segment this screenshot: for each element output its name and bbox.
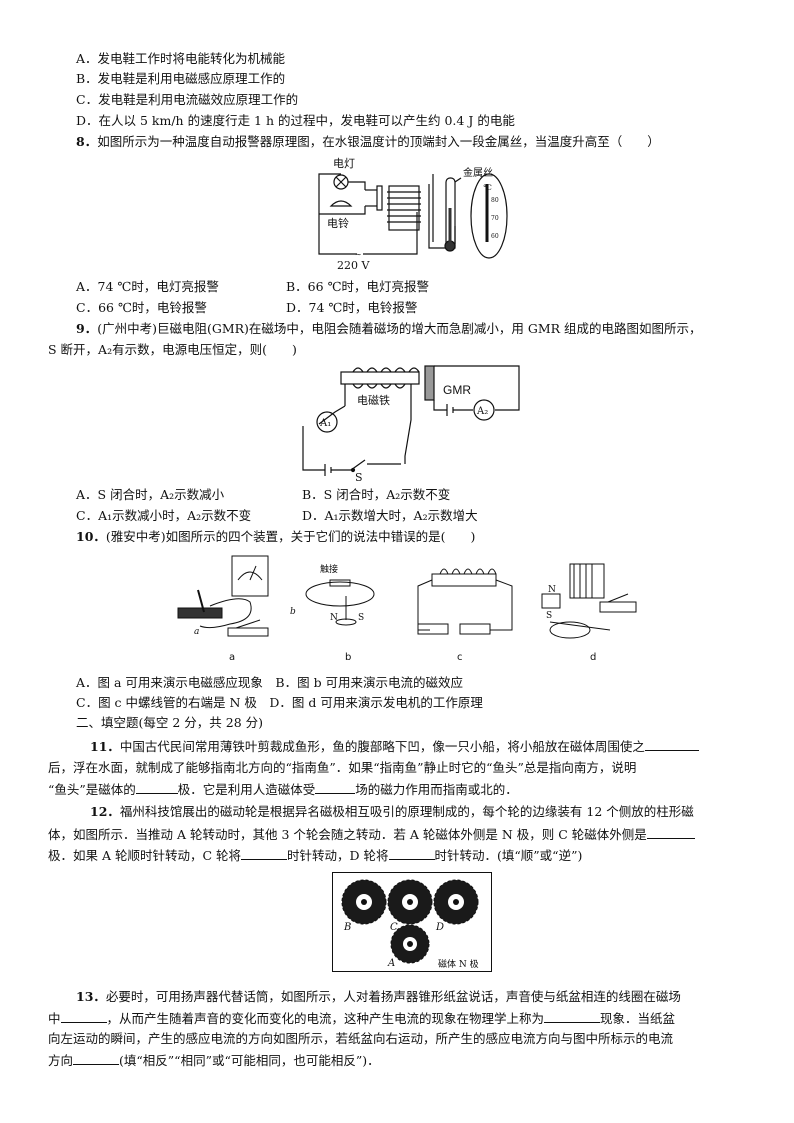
q12-blank-2[interactable] — [241, 846, 288, 860]
q9-option-b: B．S 闭合时，A₂示数不变 — [302, 487, 451, 502]
q8-unit: °C — [483, 184, 492, 192]
q9-stem-line1: 9．(广州中考)巨磁电阻(GMR)在磁场中，电阻会随着磁场的增大而急剧减小，用 … — [76, 320, 702, 338]
q10-number: 10． — [76, 529, 106, 544]
q10-caption-a: a — [229, 652, 235, 663]
q11-text3a: “鱼头”是磁体的 — [48, 782, 136, 797]
q11-blank-1[interactable] — [644, 737, 699, 751]
q8-scale-60: 60 — [491, 233, 499, 240]
q8-option-b: B．66 ℃时，电灯亮报警 — [286, 279, 430, 294]
q10-n-label-d: N — [548, 585, 556, 595]
q9-number: 9． — [76, 321, 98, 336]
q11-text3b: 极．它是利用人造磁体受 — [177, 782, 316, 797]
q13-line2: 中 ，从而产生随着声音的变化而变化的电流，这种产生电流的现象在物理学上称为 现象．当… — [48, 1009, 675, 1028]
q11-blank-3[interactable] — [315, 780, 356, 794]
q13-blank-1[interactable] — [60, 1009, 107, 1023]
q7-option-c: C．发电鞋是利用电流磁效应原理工作的 — [76, 92, 299, 107]
q9-a2-label: A₂ — [476, 406, 488, 417]
q12-label-d: D — [435, 922, 444, 933]
q13-number: 13． — [76, 989, 106, 1004]
q10-stem: 10．(雅安中考)如图所示的四个装置，关于它们的说法中错误的是( ) — [76, 528, 475, 546]
q12-line2: 体，如图所示．当推动 A 轮转动时，其他 3 个轮会随之转动．若 A 轮磁体外侧… — [48, 825, 695, 844]
q10-contact-label: 触接 — [320, 563, 338, 575]
q7-option-d: D．在人以 5 km/h 的速度行走 1 h 的过程中，发电鞋可以产生约 0.4… — [76, 113, 515, 128]
q12-text1: 福州科技馆展出的磁动轮是根据异名磁极相互吸引的原理制成的，每个轮的边缘装有 12… — [119, 804, 694, 819]
q13-line1: 13．必要时，可用扬声器代替话筒，如图所示，人对着扬声器锥形纸盆说话，声音使与纸… — [76, 988, 681, 1006]
q7-option-a: A．发电鞋工作时将电能转化为机械能 — [76, 51, 286, 66]
svg-text:∼: ∼ — [355, 250, 362, 259]
q11-line3: “鱼头”是磁体的 极．它是利用人造磁体受 场的磁力作用而指南或北的． — [48, 780, 518, 799]
q13-blank-2[interactable] — [544, 1009, 601, 1023]
q9-electromagnet-label: 电磁铁 — [357, 394, 390, 407]
q11-line2: 后，浮在水面，就制成了能够指南北方向的“指南鱼”．如果“指南鱼”静止时它的“鱼头… — [48, 760, 637, 775]
q8-number: 8． — [76, 134, 98, 149]
q9-option-c: C．A₁示数减小时，A₂示数不变 — [76, 508, 252, 523]
q12-figure: B C D A 磁体 N 极 — [332, 872, 492, 972]
section-2-heading: 二、填空题(每空 2 分，共 28 分) — [76, 715, 264, 730]
q11-number: 11． — [90, 739, 120, 754]
svg-text:b: b — [290, 607, 296, 617]
q12-text3a: 极．如果 A 轮顺时针转动，C 轮将 — [48, 848, 242, 863]
q9-stem-text1: (广州中考)巨磁电阻(GMR)在磁场中，电阻会随着磁场的增大而急剧减小，用 GM… — [97, 321, 702, 336]
q12-text3b: 时针转动，D 轮将 — [287, 848, 389, 863]
q9-a1-label: A₁ — [319, 418, 331, 429]
q12-legend: 磁体 N 极 — [438, 958, 479, 970]
q9-switch-label: S — [355, 471, 363, 482]
q8-stem-text: 如图所示为一种温度自动报警器原理图，在水银温度计的顶端封入一段金属丝，当温度升高… — [97, 134, 660, 149]
q8-lamp-label: 电灯 — [333, 157, 355, 170]
q10-caption-d: d — [590, 652, 596, 663]
q8-figure: 电灯 电铃 金属丝 220 V ∼ 80 70 60 °C — [305, 156, 515, 272]
q10-s-label-d: S — [546, 611, 552, 621]
q12-line3: 极．如果 A 轮顺时针转动，C 轮将 时针转动，D 轮将 时针转动．(填“顺”或“逆… — [48, 846, 582, 865]
q8-scale-70: 70 — [491, 215, 499, 222]
q13-text2b: ，从而产生随着声音的变化而变化的电流，这种产生电流的现象在物理学上称为 — [106, 1011, 545, 1026]
q12-number: 12． — [90, 804, 120, 819]
q10-s-label-b: S — [358, 613, 364, 623]
q12-blank-1[interactable] — [646, 825, 695, 839]
q10-option-cd: C．图 c 中螺线管的右端是 N 极 D．图 d 可用来演示发电机的工作原理 — [76, 695, 483, 710]
q7-option-b: B．发电鞋是利用电磁感应原理工作的 — [76, 71, 286, 86]
q13-text2a: 中 — [48, 1011, 61, 1026]
q10-n-label-b: N — [330, 613, 338, 623]
q12-text3c: 时针转动．(填“顺”或“逆”) — [434, 848, 583, 863]
q9-figure: GMR 电磁铁 A₁ A₂ S — [295, 360, 525, 482]
q9-option-d: D．A₁示数增大时，A₂示数增大 — [302, 508, 478, 523]
svg-text:a: a — [194, 627, 199, 637]
q9-gmr-label: GMR — [443, 383, 471, 397]
q8-bell-label: 电铃 — [327, 216, 349, 230]
q13-text4b: (填“相反”“相同”或“可能相同，也可能相反”)． — [119, 1053, 380, 1068]
q12-label-b: B — [343, 922, 351, 933]
q11-text3c: 场的磁力作用而指南或北的． — [355, 782, 518, 797]
q13-text4a: 方向 — [48, 1053, 74, 1068]
q10-option-ab: A．图 a 可用来演示电磁感应现象 B．图 b 可用来演示电流的磁效应 — [76, 675, 464, 690]
q8-scale-80: 80 — [491, 197, 499, 204]
q11-text1: 中国古代民间常用薄铁叶剪裁成鱼形，鱼的腹部略下凹，像一只小船，将小船放在磁体周围… — [119, 739, 645, 754]
q13-line3: 向左运动的瞬间，产生的感应电流的方向如图所示，若纸盆向右运动，所产生的感应电流方… — [48, 1031, 674, 1046]
q13-blank-3[interactable] — [73, 1051, 120, 1065]
q12-label-c: C — [390, 922, 398, 933]
q9-option-a: A．S 闭合时，A₂示数减小 — [76, 487, 225, 502]
q13-text2c: 现象．当纸盆 — [600, 1011, 676, 1026]
q12-text2: 体，如图所示．当推动 A 轮转动时，其他 3 个轮会随之转动．若 A 轮磁体外侧… — [48, 827, 647, 842]
q8-stem: 8．如图所示为一种温度自动报警器原理图，在水银温度计的顶端封入一段金属丝，当温度… — [76, 133, 660, 151]
q11-line1: 11．中国古代民间常用薄铁叶剪裁成鱼形，鱼的腹部略下凹，像一只小船，将小船放在磁… — [90, 737, 699, 756]
q10-figure: b a 触接 N S N S a b c d — [170, 550, 640, 665]
q8-voltage-label: 220 V — [337, 259, 370, 272]
q13-line4: 方向 (填“相反”“相同”或“可能相同，也可能相反”)． — [48, 1051, 380, 1070]
q9-stem-line2: S 断开，A₂有示数，电源电压恒定，则( ) — [48, 342, 297, 357]
q8-wire-label: 金属丝 — [463, 166, 493, 179]
q10-caption-c: c — [457, 652, 463, 663]
q10-stem-text: (雅安中考)如图所示的四个装置，关于它们的说法中错误的是( ) — [105, 529, 476, 544]
q12-label-a: A — [387, 958, 395, 969]
q8-option-d: D．74 ℃时，电铃报警 — [286, 300, 418, 315]
q12-line1: 12．福州科技馆展出的磁动轮是根据异名磁极相互吸引的原理制成的，每个轮的边缘装有… — [90, 803, 694, 821]
q8-option-c: C．66 ℃时，电铃报警 — [76, 300, 207, 315]
q10-caption-b: b — [345, 652, 351, 663]
q13-text1: 必要时，可用扬声器代替话筒，如图所示，人对着扬声器锥形纸盆说话，声音使与纸盆相连… — [105, 989, 681, 1004]
q12-blank-3[interactable] — [388, 846, 435, 860]
q8-option-a: A．74 ℃时，电灯亮报警 — [76, 279, 219, 294]
q11-blank-2[interactable] — [135, 780, 178, 794]
